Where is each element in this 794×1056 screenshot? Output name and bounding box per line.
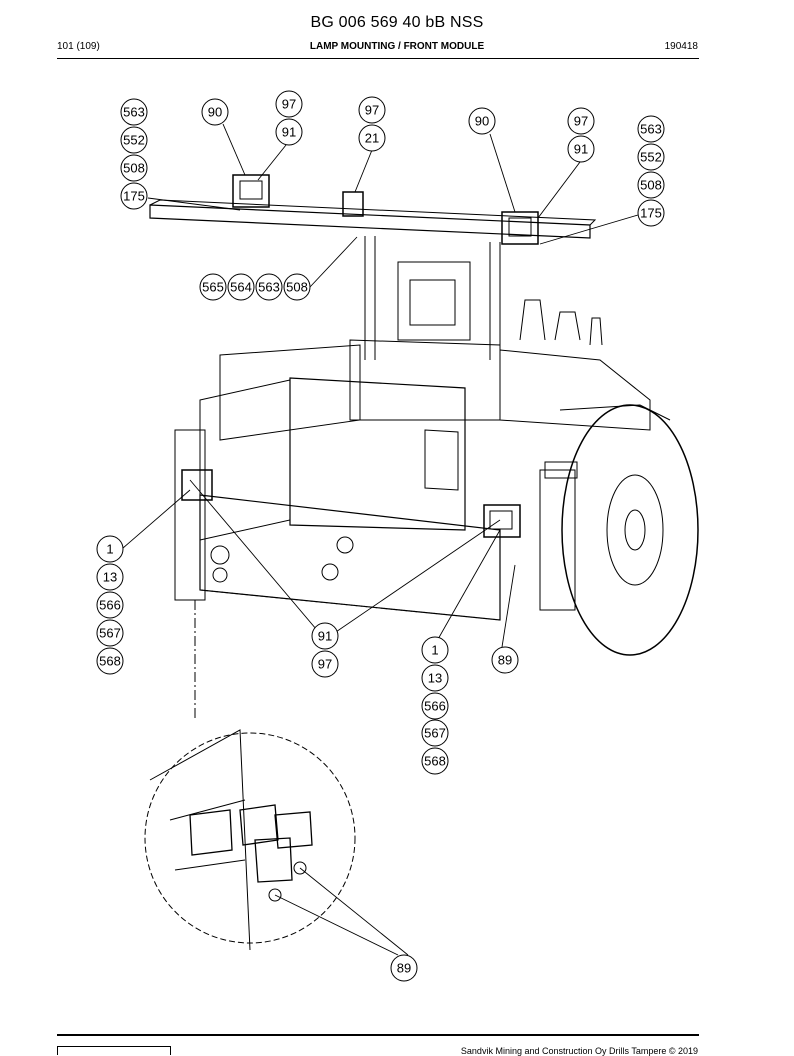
callout-97-right: 97 — [567, 107, 595, 135]
callout-567-left: 567 — [96, 619, 124, 647]
callout-508-right: 508 — [637, 171, 665, 199]
svg-text:563: 563 — [258, 280, 280, 295]
svg-text:508: 508 — [640, 178, 662, 193]
callout-90-left: 90 — [201, 98, 229, 126]
callout-89-upper: 89 — [491, 646, 519, 674]
callout-97-bottom: 97 — [311, 650, 339, 678]
callout-565: 565 — [199, 273, 227, 301]
page-number: 101 (109) — [57, 41, 100, 52]
callout-563-left: 563 — [120, 98, 148, 126]
svg-text:563: 563 — [640, 122, 662, 137]
callout-13-right: 13 — [421, 664, 449, 692]
svg-text:566: 566 — [424, 699, 446, 714]
svg-text:568: 568 — [99, 654, 121, 669]
callout-563-right: 563 — [637, 115, 665, 143]
svg-text:97: 97 — [318, 657, 332, 672]
svg-text:13: 13 — [428, 671, 442, 686]
callout-97-left: 97 — [275, 90, 303, 118]
svg-text:566: 566 — [99, 598, 121, 613]
svg-text:91: 91 — [574, 142, 588, 157]
callout-552-right: 552 — [637, 143, 665, 171]
callout-564: 564 — [227, 273, 255, 301]
footer-rule — [57, 1034, 699, 1036]
callout-568-left: 568 — [96, 647, 124, 675]
section-title: LAMP MOUNTING / FRONT MODULE — [309, 41, 485, 52]
svg-text:89: 89 — [397, 961, 411, 976]
svg-text:564: 564 — [230, 280, 252, 295]
svg-text:21: 21 — [365, 131, 379, 146]
svg-text:508: 508 — [123, 161, 145, 176]
callout-13-left: 13 — [96, 563, 124, 591]
svg-text:567: 567 — [424, 726, 446, 741]
svg-text:567: 567 — [99, 626, 121, 641]
svg-text:1: 1 — [431, 643, 438, 658]
callout-568-right: 568 — [421, 747, 449, 775]
svg-text:568: 568 — [424, 754, 446, 769]
svg-text:90: 90 — [208, 105, 222, 120]
callout-567-right: 567 — [421, 719, 449, 747]
callout-1-right: 1 — [421, 636, 449, 664]
callout-175-left: 175 — [120, 182, 148, 210]
document-date: 190418 — [664, 41, 698, 52]
callout-91-right: 91 — [567, 135, 595, 163]
svg-text:91: 91 — [318, 629, 332, 644]
svg-text:90: 90 — [475, 114, 489, 129]
svg-text:97: 97 — [282, 97, 296, 112]
svg-text:1: 1 — [106, 542, 113, 557]
machine-illustration — [149, 174, 699, 720]
document-title: BG 006 569 40 bB NSS — [310, 14, 484, 31]
footer-copyright: Sandvik Mining and Construction Oy Drill… — [460, 1046, 698, 1056]
svg-text:91: 91 — [282, 125, 296, 140]
callout-175-right: 175 — [637, 199, 665, 227]
svg-text:89: 89 — [498, 653, 512, 668]
svg-text:97: 97 — [574, 114, 588, 129]
callout-91-left: 91 — [275, 118, 303, 146]
callout-566-right: 566 — [421, 692, 449, 720]
svg-text:552: 552 — [123, 133, 145, 148]
callout-508-mid: 508 — [283, 273, 311, 301]
callout-563-mid: 563 — [255, 273, 283, 301]
callout-90-right: 90 — [468, 107, 496, 135]
svg-text:175: 175 — [640, 206, 662, 221]
detail-view — [144, 729, 356, 951]
svg-text:13: 13 — [103, 570, 117, 585]
callout-91-bottom: 91 — [311, 622, 339, 650]
callout-21: 21 — [358, 124, 386, 152]
svg-text:175: 175 — [123, 189, 145, 204]
callout-508-left: 508 — [120, 154, 148, 182]
callout-566-left: 566 — [96, 591, 124, 619]
callout-552-left: 552 — [120, 126, 148, 154]
sandvik-logo — [57, 1046, 171, 1055]
leader-lines — [122, 123, 639, 956]
header-rule — [57, 58, 699, 59]
svg-text:563: 563 — [123, 105, 145, 120]
svg-text:552: 552 — [640, 150, 662, 165]
svg-text:565: 565 — [202, 280, 224, 295]
svg-text:97: 97 — [365, 103, 379, 118]
callout-97-center: 97 — [358, 96, 386, 124]
callout-89-detail: 89 — [390, 954, 418, 982]
callout-1-left: 1 — [96, 535, 124, 563]
svg-text:508: 508 — [286, 280, 308, 295]
